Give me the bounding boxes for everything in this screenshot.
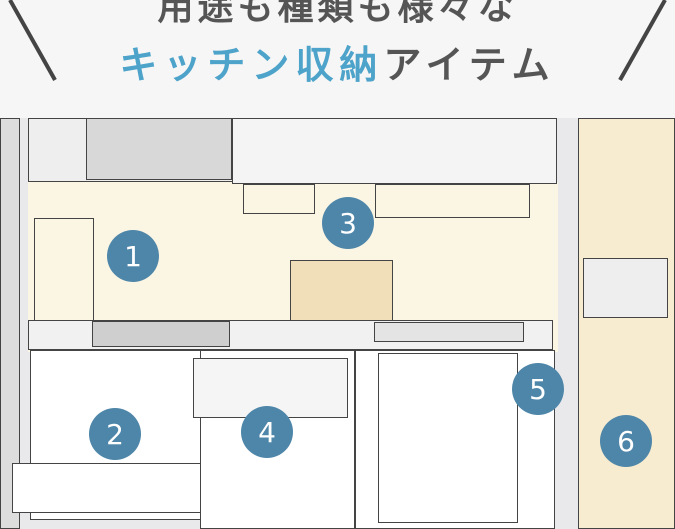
storage-wagon: [378, 353, 518, 523]
dish-drawer: [12, 463, 202, 513]
marker-6: 6: [600, 415, 652, 467]
microwave: [583, 258, 668, 318]
marker-4: 4: [241, 406, 293, 458]
heading-line1: 用途も種類も様々な: [157, 0, 518, 28]
marker-1: 1: [107, 230, 159, 282]
cutting-board: [290, 260, 393, 322]
marker-3: 3: [322, 197, 374, 249]
marker-5: 5: [512, 363, 564, 415]
heading-rest: アイテム: [383, 43, 556, 87]
kitchen-illustration: 1 2 3 4 5 6: [0, 118, 675, 529]
cooktop: [92, 321, 230, 347]
heading-line2: キッチン収納アイテム: [0, 34, 675, 89]
wall-cabinets: [232, 118, 557, 184]
range-hood: [86, 118, 232, 180]
heading-accent: キッチン収納: [119, 43, 384, 87]
sink: [374, 322, 524, 342]
under-shelf-rack: [375, 184, 530, 218]
bracket-lines: [8, 0, 667, 81]
cupboard: [578, 118, 675, 529]
header: 用途も種類も様々な キッチン収納アイテム: [0, 0, 675, 118]
marker-2: 2: [89, 408, 141, 460]
hanging-rack: [243, 184, 315, 214]
